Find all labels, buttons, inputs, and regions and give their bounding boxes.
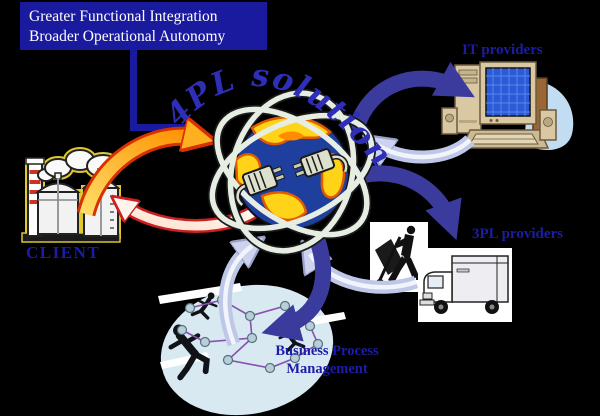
title-box: Greater Functional Integration Broader O…: [20, 2, 267, 50]
title-connector-line: [130, 48, 188, 131]
business-process-label-line1: Business Process: [275, 343, 379, 359]
title-line1: Greater Functional Integration: [29, 8, 218, 25]
business-process-label: Business Process Management: [260, 342, 394, 378]
arrow-4pl-to-bpm: [261, 233, 332, 342]
truck-icon: [418, 248, 512, 322]
3pl-providers-label: 3PL providers: [472, 226, 563, 242]
arrow-4pl-to-client: [122, 204, 267, 233]
client-label: CLIENT: [26, 243, 101, 262]
arrow-4pl-to-it: [348, 61, 475, 133]
arrow-client-to-4pl: [76, 136, 200, 217]
computer-icon: [441, 61, 574, 151]
arrow-bpm-to-4pl: [218, 246, 252, 347]
business-process-label-line2: Management: [286, 361, 368, 377]
plug-connectors: [234, 148, 349, 208]
arrow-it-to-4pl: [376, 140, 475, 157]
it-providers-label: IT providers: [462, 42, 543, 58]
globe-plug-icon: [207, 88, 377, 256]
continents: [234, 116, 346, 222]
runner-silhouette: [190, 292, 218, 320]
title-line2: Broader Operational Autonomy: [29, 28, 226, 45]
